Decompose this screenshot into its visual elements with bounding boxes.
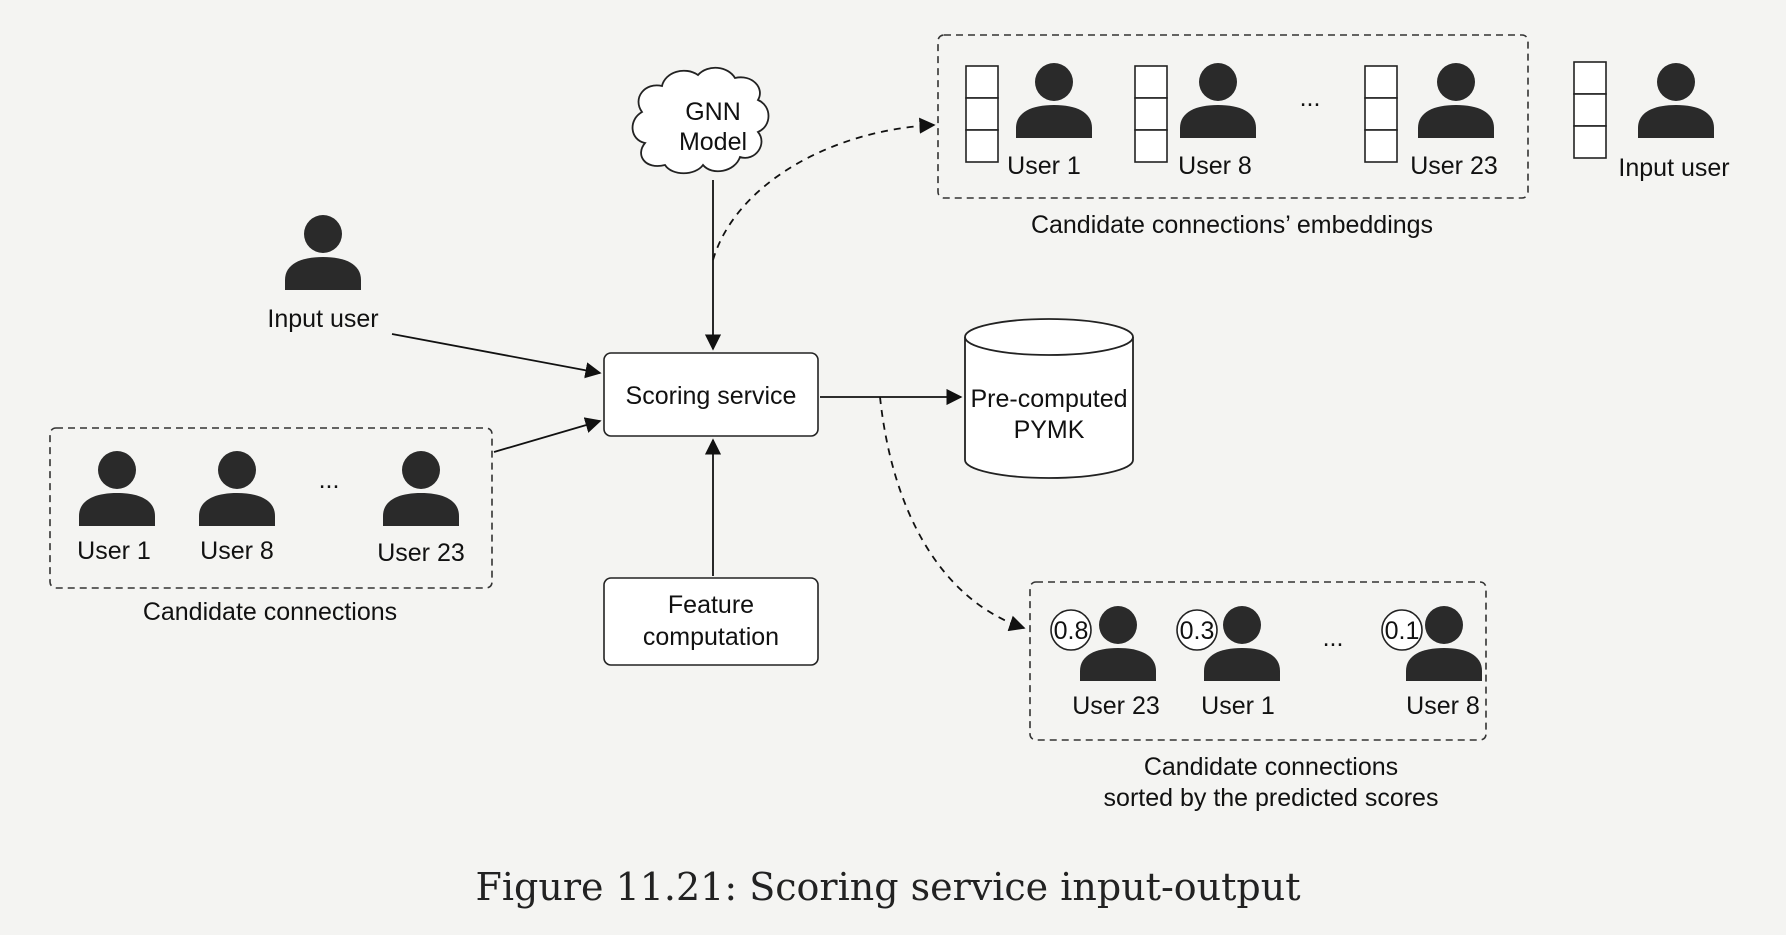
score-value: 0.1 <box>1385 617 1420 645</box>
precomputed-pymk-database: Pre-computed PYMK <box>964 318 1134 479</box>
embedding-vector <box>1573 61 1607 159</box>
embeddings-ellipsis: ... <box>1300 84 1321 112</box>
input-user-left: Input user <box>267 215 379 333</box>
embedding-vector <box>965 65 999 163</box>
arrow-scoring-to-sorted <box>879 396 1026 632</box>
person-icon <box>285 215 361 290</box>
candidate-user-label: User 23 <box>377 539 465 567</box>
precomputed-label-line2: PYMK <box>1014 416 1085 444</box>
person-icon <box>1180 63 1256 138</box>
feature-computation-box: Feature computation <box>603 577 819 666</box>
embedding-input-user-label: Input user <box>1618 154 1729 182</box>
person-icon <box>1080 606 1156 681</box>
gnn-model-cloud: GNN Model <box>631 66 770 175</box>
precomputed-label-line1: Pre-computed <box>970 385 1127 413</box>
figure-caption: Figure 11.21: Scoring service input-outp… <box>476 865 1301 909</box>
sorted-candidates-group: 0.8 User 23 0.3 User 1 ... 0.1 User 8 Ca… <box>1029 581 1487 812</box>
embedding-user-label: User 8 <box>1178 152 1252 180</box>
candidate-connections-group: ... User 1 User 8 User 23 Candidate conn… <box>49 427 493 626</box>
sorted-caption-line2: sorted by the predicted scores <box>1104 784 1439 812</box>
candidate-user-label: User 8 <box>200 537 274 565</box>
embeddings-caption: Candidate connections’ embeddings <box>1031 211 1433 239</box>
person-icon <box>1016 63 1092 138</box>
score-badge <box>1176 609 1218 651</box>
score-badge <box>1050 609 1092 651</box>
gnn-model-label-line2: Model <box>679 128 747 156</box>
score-badge <box>1381 609 1423 651</box>
person-icon <box>1638 63 1714 138</box>
sorted-user-label: User 1 <box>1201 692 1275 720</box>
embedding-user-label: User 23 <box>1410 152 1498 180</box>
embedding-vector <box>1134 65 1168 163</box>
person-icon <box>383 451 459 526</box>
feature-computation-line1: Feature <box>668 591 754 619</box>
arrow-gnn-to-embeddings <box>712 117 936 261</box>
input-user-left-label: Input user <box>267 305 378 333</box>
scoring-service-label: Scoring service <box>626 382 797 410</box>
candidate-user-label: User 1 <box>77 537 151 565</box>
feature-computation-line2: computation <box>643 623 779 651</box>
sorted-user-label: User 8 <box>1406 692 1480 720</box>
person-icon <box>79 451 155 526</box>
person-icon <box>1204 606 1280 681</box>
embedding-vector <box>1364 65 1398 163</box>
candidates-ellipsis: ... <box>319 466 340 494</box>
score-value: 0.3 <box>1180 617 1215 645</box>
embeddings-group: User 1 User 8 ... User 23 Input user Can… <box>937 34 1730 239</box>
candidate-connections-caption: Candidate connections <box>143 598 397 626</box>
sorted-user-label: User 23 <box>1072 692 1160 720</box>
sorted-caption-line1: Candidate connections <box>1144 753 1398 781</box>
person-icon <box>1418 63 1494 138</box>
scoring-service-box: Scoring service <box>603 352 819 437</box>
embedding-user-label: User 1 <box>1007 152 1081 180</box>
person-icon <box>199 451 275 526</box>
arrow-candidates-to-scoring <box>493 417 602 453</box>
arrow-input-user-to-scoring <box>391 333 602 379</box>
gnn-model-label-line1: GNN <box>685 98 741 126</box>
connectors <box>391 117 1026 632</box>
sorted-ellipsis: ... <box>1323 624 1344 652</box>
score-value: 0.8 <box>1054 617 1089 645</box>
